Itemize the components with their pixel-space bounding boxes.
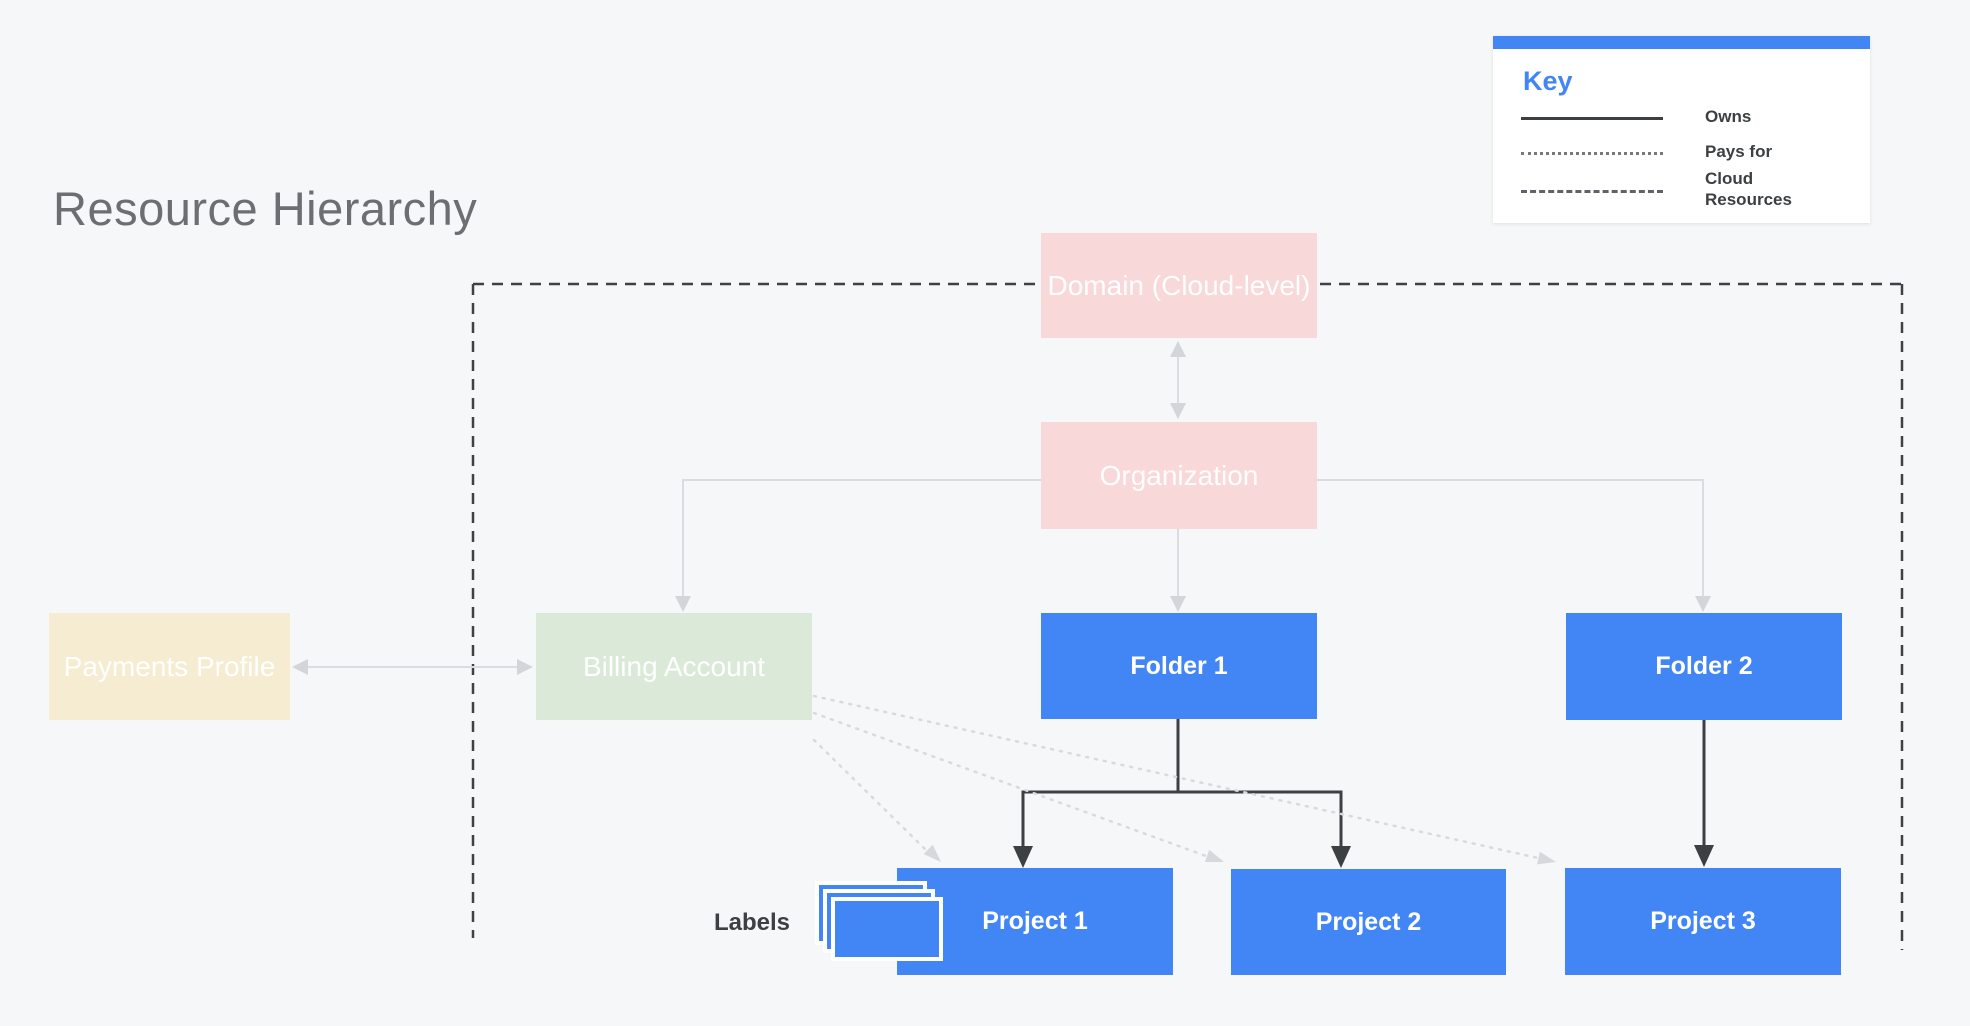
- node-folder-1: Folder 1: [1041, 613, 1317, 719]
- node-organization: Organization: [1041, 422, 1317, 529]
- dark-owns-connectors: [1021, 719, 1706, 846]
- cloud-resources-boundary-dashed: [471, 282, 1904, 950]
- legend-label-pays-for: Pays for: [1705, 142, 1773, 161]
- dotted-arrowheads: [923, 844, 1556, 865]
- node-project-3: Project 3: [1565, 868, 1841, 975]
- legend-label-cloud-resources: Cloud Resources: [1705, 169, 1792, 209]
- gray-arrowheads: [292, 341, 1711, 675]
- node-folder-2: Folder 2: [1566, 613, 1842, 720]
- page-title: Resource Hierarchy: [53, 182, 478, 235]
- stacked-cards-icon: [815, 881, 945, 963]
- legend-dashed-line-sample: [1521, 190, 1663, 193]
- legend-label-owns: Owns: [1705, 107, 1752, 126]
- node-domain: Domain (Cloud-level): [1041, 233, 1317, 338]
- dotted-pays-for-connectors: [812, 694, 1540, 860]
- legend-title: Key: [1523, 66, 1573, 96]
- node-project-1: Project 1: [897, 868, 1173, 975]
- legend-solid-line-sample: [1521, 117, 1663, 120]
- labels-annotation: Labels: [713, 909, 790, 936]
- legend-topbar: [1493, 36, 1870, 49]
- node-project-2: Project 2: [1231, 869, 1506, 975]
- legend-card: Key Owns Pays for Cloud Resources: [1493, 36, 1870, 223]
- node-payments-profile: Payments Profile: [49, 613, 290, 720]
- gray-owns-connectors: [306, 357, 1704, 668]
- node-billing-account: Billing Account: [536, 613, 812, 720]
- dark-arrowheads: [1013, 845, 1714, 868]
- legend-dotted-line-sample: [1521, 152, 1663, 155]
- card-front: [831, 897, 943, 961]
